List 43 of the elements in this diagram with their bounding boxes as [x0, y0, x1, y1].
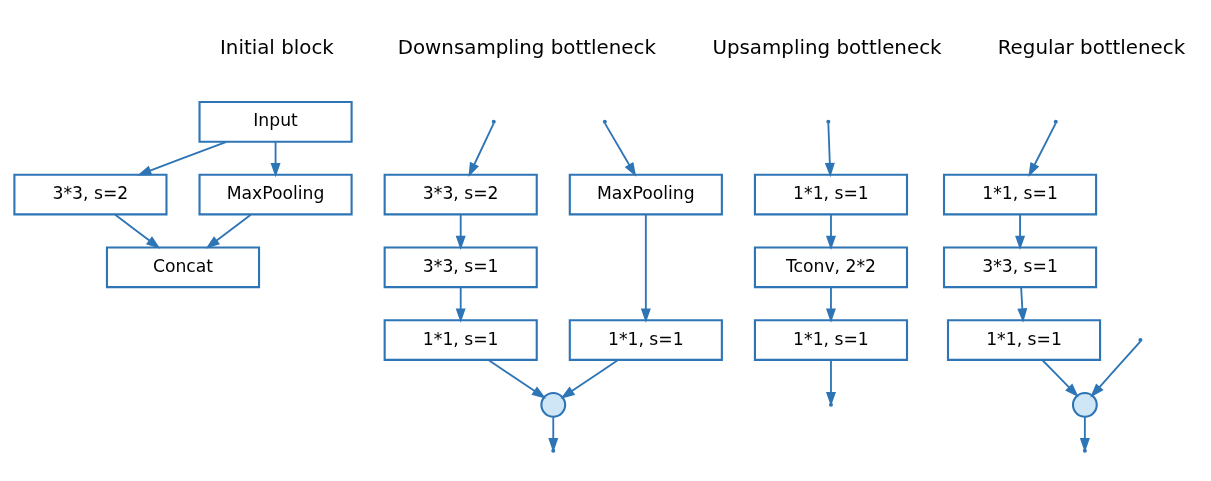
- arrow: [640, 213, 651, 323]
- node-box: Concat: [105, 246, 261, 289]
- arrow: [825, 213, 836, 250]
- arrow: [270, 141, 281, 178]
- arrow: [1041, 359, 1079, 398]
- node-box: Tconv, 2*2: [753, 246, 909, 289]
- arrow: [548, 416, 559, 453]
- node-box: 1*1, s=1: [383, 319, 538, 361]
- arrow: [1017, 286, 1028, 323]
- arrow: [487, 359, 547, 399]
- arrow: [824, 122, 835, 178]
- node-box: MaxPooling: [568, 173, 723, 216]
- node-box: 1*1, s=1: [753, 319, 909, 361]
- arrow: [205, 213, 252, 249]
- label: Regular bottleneck: [997, 35, 1186, 59]
- arrow: [1079, 416, 1090, 453]
- label: Initial block: [220, 35, 334, 59]
- arrow: [1015, 213, 1026, 250]
- node-box: 3*3, s=2: [383, 173, 538, 216]
- arrow: [468, 122, 495, 177]
- node-box: 1*1, s=1: [942, 173, 1098, 216]
- node-box: 1*1, s=1: [946, 319, 1102, 361]
- node-circle: [1071, 391, 1098, 418]
- arrow: [1090, 340, 1142, 398]
- node-box: 1*1, s=1: [568, 319, 723, 361]
- arrow: [560, 359, 619, 399]
- arrow: [825, 286, 836, 323]
- arrow: [1028, 122, 1057, 177]
- node-box: Input: [198, 100, 353, 143]
- node-box: 3*3, s=1: [942, 246, 1098, 289]
- arrow: [137, 140, 228, 176]
- node-box: 1*1, s=1: [753, 173, 909, 216]
- arrow: [114, 213, 161, 249]
- arrow: [604, 122, 637, 177]
- node-box: MaxPooling: [198, 173, 353, 216]
- node-circle: [540, 391, 567, 418]
- label: Upsampling bottleneck: [712, 35, 942, 59]
- arrow: [825, 359, 836, 407]
- node-box: 3*3, s=2: [13, 173, 168, 216]
- node-box: 3*3, s=1: [383, 246, 538, 289]
- arrow: [455, 286, 466, 323]
- label: Downsampling bottleneck: [397, 35, 656, 59]
- arrow: [455, 213, 466, 250]
